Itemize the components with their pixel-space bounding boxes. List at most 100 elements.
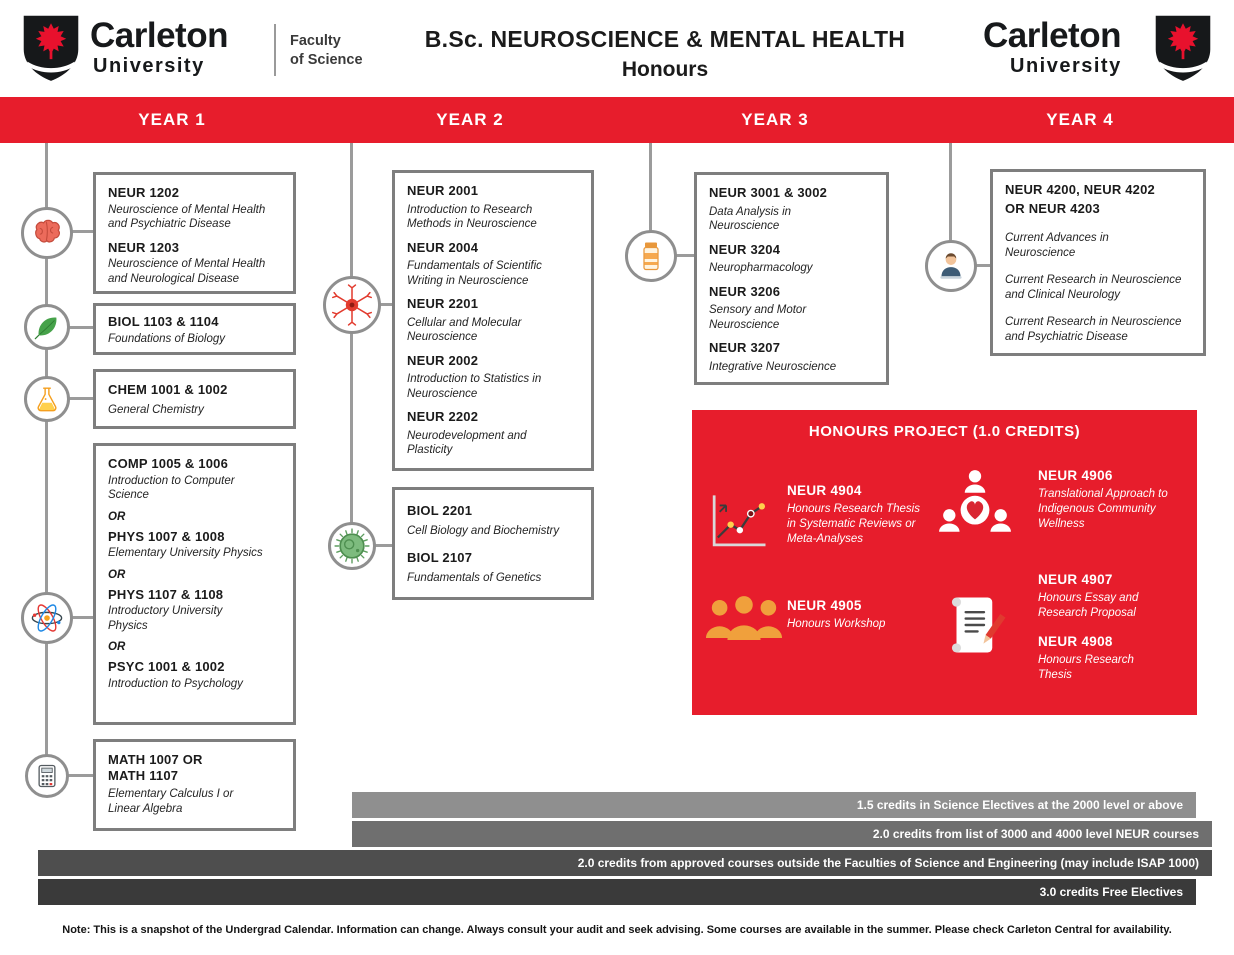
course-code: NEUR 2002 — [407, 352, 479, 368]
year1-chem-box: CHEM 1001 & 1002 General Chemistry — [93, 369, 296, 429]
connector-stub — [365, 544, 392, 547]
calculator-icon — [25, 754, 69, 798]
year-banner — [0, 97, 1234, 143]
connector-stub — [60, 326, 93, 329]
flask-icon — [24, 376, 70, 422]
year3-neur-box: NEUR 3001 & 3002 Data Analysis in Neuros… — [694, 172, 889, 385]
year2-neur-box: NEUR 2001 Introduction to Research Metho… — [392, 170, 594, 471]
or-separator: OR — [108, 510, 126, 523]
faculty-label: Faculty of Science — [290, 32, 363, 70]
course-code: NEUR 2004 — [407, 239, 479, 255]
year2-heading: YEAR 2 — [436, 110, 504, 129]
course-code: NEUR 1202 — [108, 185, 180, 200]
page-title: B.Sc. NEUROSCIENCE & MENTAL HEALTH — [424, 26, 906, 52]
honours-item: NEUR 4906 Translational Approach to Indi… — [1038, 468, 1188, 532]
scroll-pencil-icon — [940, 590, 1006, 665]
course-desc: Honours Workshop — [787, 618, 886, 630]
honours-item: NEUR 4905 Honours Workshop — [787, 598, 937, 632]
course-code: PHYS 1107 & 1108 — [108, 586, 224, 602]
course-desc: Elementary University Physics — [108, 547, 263, 560]
course-code: NEUR 4905 — [787, 598, 862, 613]
neuron-icon — [323, 276, 381, 334]
course-code: NEUR 4904 — [787, 483, 862, 498]
honours-title: HONOURS PROJECT (1.0 CREDITS) — [808, 423, 1081, 440]
course-code: NEUR 4907 — [1038, 572, 1113, 587]
course-desc: Current Research in Neuroscience and Psy… — [1005, 316, 1182, 343]
course-code: NEUR 2202 — [407, 409, 479, 425]
course-desc: Data Analysis in Neuroscience — [709, 205, 792, 233]
carleton-wordmark-sub-right: University — [1010, 55, 1122, 77]
connector-stub — [60, 230, 93, 233]
course-desc: Translational Approach to Indigenous Com… — [1038, 488, 1168, 530]
year4-seminar-box: NEUR 4200, NEUR 4202 OR NEUR 4203 Curren… — [990, 169, 1206, 356]
credits-bar-science-electives: 1.5 credits in Science Electives at the … — [352, 792, 1196, 818]
carleton-wordmark-right: Carleton — [983, 16, 1121, 55]
faculty-line2: of Science — [290, 51, 363, 68]
course-code: NEUR 3204 — [709, 241, 781, 257]
credits-bar-free-electives: 3.0 credits Free Electives — [38, 879, 1196, 905]
course-desc: Current Advances in Neuroscience — [1005, 232, 1109, 259]
course-desc: Foundations of Biology — [108, 332, 225, 345]
course-code: NEUR 4906 — [1038, 468, 1113, 483]
course-desc: Introduction to Psychology — [108, 677, 243, 690]
course-desc: Neuropharmacology — [709, 262, 813, 275]
course-desc: Fundamentals of Genetics — [407, 571, 542, 584]
cell-icon — [328, 522, 376, 570]
year4-heading: YEAR 4 — [1046, 110, 1114, 129]
connector-stub — [60, 397, 93, 400]
chart-icon — [705, 488, 771, 559]
year3-connector-line — [649, 143, 652, 257]
course-desc: Sensory and Motor Neuroscience — [709, 304, 807, 331]
course-desc: Elementary Calculus I or Linear Algebra — [108, 788, 234, 815]
course-code: NEUR 2201 — [407, 296, 479, 312]
year1-options-box: COMP 1005 & 1006 Introduction to Compute… — [93, 443, 296, 725]
course-desc: Neuroscience of Mental Health and Psychi… — [108, 203, 266, 231]
course-code: BIOL 1103 & 1104 — [108, 314, 219, 329]
maple-leaf-shield-icon — [1152, 13, 1214, 88]
pill-bottle-icon — [625, 230, 677, 282]
course-code: NEUR 2001 — [407, 183, 479, 198]
course-desc: Introductory University Physics — [108, 605, 223, 632]
footer-note: Note: This is a snapshot of the Undergra… — [62, 924, 1172, 936]
course-desc: Introduction to Research Methods in Neur… — [407, 203, 537, 231]
logo-divider — [274, 24, 276, 76]
course-code: NEUR 3001 & 3002 — [709, 185, 828, 200]
course-code: NEUR 3206 — [709, 283, 781, 299]
course-code: OR NEUR 4203 — [1005, 200, 1100, 216]
course-code: CHEM 1001 & 1002 — [108, 382, 228, 397]
connector-stub — [60, 774, 93, 777]
credits-bar-outside-faculties: 2.0 credits from approved courses outsid… — [38, 850, 1212, 876]
course-desc: Cell Biology and Biochemistry — [407, 524, 560, 537]
year2-connector-line — [350, 143, 353, 547]
honours-project-box: HONOURS PROJECT (1.0 CREDITS) NEUR 4904 … — [692, 410, 1197, 715]
brain-icon — [21, 207, 73, 259]
course-desc: Fundamentals of Scientific Writing in Ne… — [407, 260, 542, 287]
course-desc: Honours Essay and Research Proposal — [1038, 592, 1139, 619]
course-desc: Cellular and Molecular Neuroscience — [407, 316, 522, 344]
faculty-line1: Faculty — [290, 33, 341, 49]
year1-connector-line — [45, 143, 48, 777]
carleton-wordmark: Carleton — [90, 16, 228, 55]
year1-heading: YEAR 1 — [138, 110, 206, 129]
or-separator: OR — [108, 641, 126, 654]
or-separator: OR — [108, 568, 126, 581]
connector-stub — [60, 616, 93, 619]
year1-neur-box: NEUR 1202 Neuroscience of Mental Health … — [93, 172, 296, 294]
year4-connector-line — [949, 143, 952, 267]
page-subtitle: Honours — [621, 58, 709, 81]
course-desc: Integrative Neuroscience — [709, 360, 837, 373]
course-code: COMP 1005 & 1006 — [108, 456, 229, 471]
course-code: BIOL 2201 — [407, 503, 473, 518]
year3-heading: YEAR 3 — [741, 110, 809, 129]
honours-item: NEUR 4904 Honours Research Thesis in Sys… — [787, 483, 922, 547]
year2-biol-box: BIOL 2201 Cell Biology and Biochemistry … — [392, 487, 594, 600]
credits-bar-neur-courses: 2.0 credits from list of 3000 and 4000 l… — [352, 821, 1212, 847]
leaf-icon — [24, 304, 70, 350]
carleton-wordmark-sub: University — [93, 55, 205, 77]
course-desc: Honours Research Thesis — [1038, 653, 1134, 681]
year1-math-box: MATH 1007 OR MATH 1107 Elementary Calcul… — [93, 739, 296, 831]
course-desc: Honours Research Thesis in Systematic Re… — [787, 503, 920, 545]
course-code: NEUR 1203 — [108, 239, 180, 255]
connector-stub — [663, 254, 694, 257]
